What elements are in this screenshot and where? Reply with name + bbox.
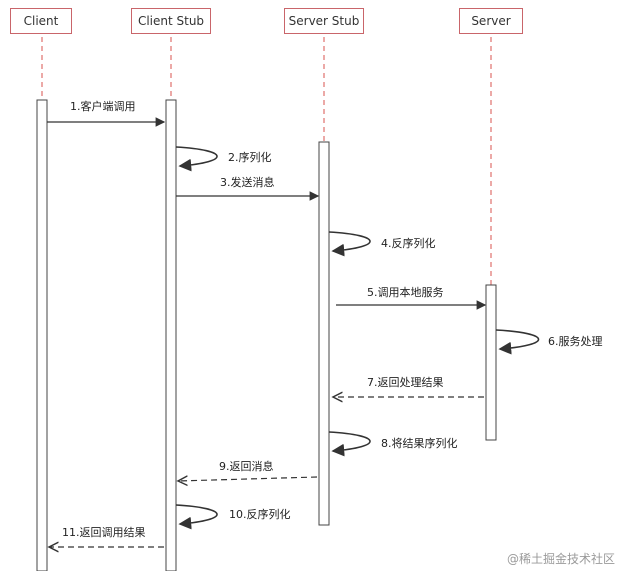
activation-server: [485, 284, 497, 441]
message-label-m10: 10.反序列化: [229, 508, 291, 521]
message-label-m7: 7.返回处理结果: [367, 376, 444, 389]
participant-client-stub: Client Stub: [131, 8, 211, 34]
message-label-m1: 1.客户端调用: [70, 100, 136, 113]
message-label-m2: 2.序列化: [228, 151, 272, 164]
activation-client-stub: [165, 99, 177, 571]
message-label-m11: 11.返回调用结果: [62, 526, 146, 539]
message-label-m4: 4.反序列化: [381, 237, 436, 250]
participant-server-stub: Server Stub: [284, 8, 364, 34]
message-label-m5: 5.调用本地服务: [367, 286, 444, 299]
watermark: @稀土掘金技术社区: [506, 552, 615, 566]
message-label-m9: 9.返回消息: [219, 460, 274, 473]
loop-m10: [175, 504, 218, 530]
message-label-m8: 8.将结果序列化: [381, 437, 458, 450]
arrow-m9: [178, 477, 318, 481]
message-label-m6: 6.服务处理: [548, 335, 603, 348]
loop-m6: [495, 329, 540, 355]
participant-server: Server: [459, 8, 523, 34]
participant-client: Client: [10, 8, 72, 34]
activation-client: [36, 99, 48, 571]
message-label-m3: 3.发送消息: [220, 176, 275, 189]
loop-m4: [328, 231, 371, 257]
loop-m8: [328, 431, 371, 457]
loop-m2: [175, 146, 218, 172]
activation-server-stub: [318, 141, 330, 526]
